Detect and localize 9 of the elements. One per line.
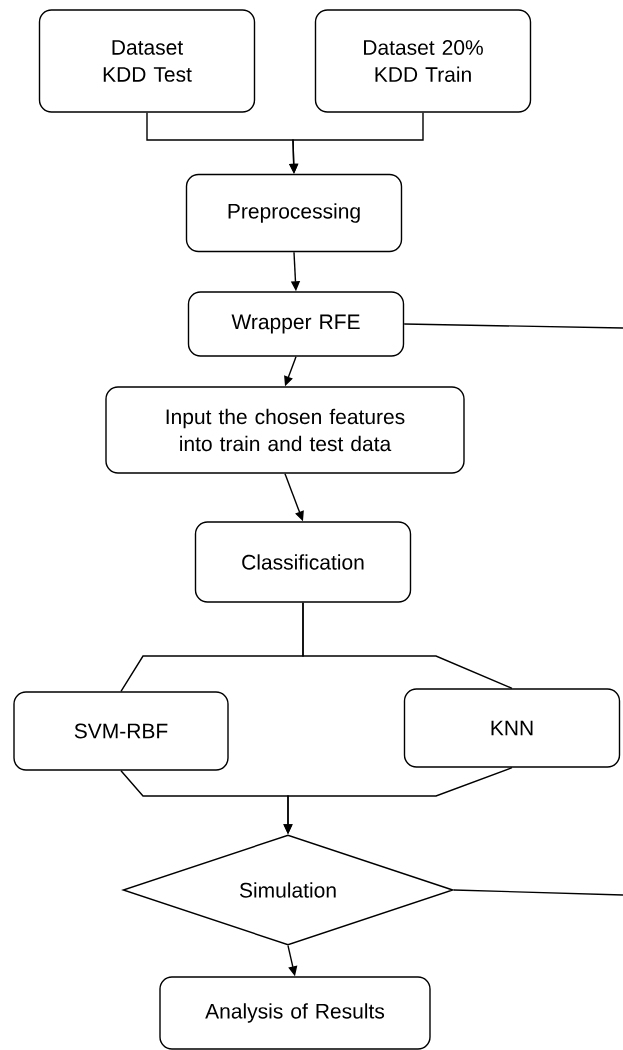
process-box: SVM-RBF [13, 691, 229, 771]
process-box: Classification [194, 521, 412, 603]
process-box: Wrapper RFE [187, 291, 405, 357]
process-box: Dataset 20% KDD Train [314, 9, 532, 113]
process-box: Input the chosen features into train and test data [105, 386, 465, 474]
process-box: Dataset KDD Test [38, 9, 256, 113]
process-box: KNN [403, 688, 621, 768]
process-box: Preprocessing [185, 173, 403, 253]
process-box: Analysis of Results [159, 976, 431, 1050]
